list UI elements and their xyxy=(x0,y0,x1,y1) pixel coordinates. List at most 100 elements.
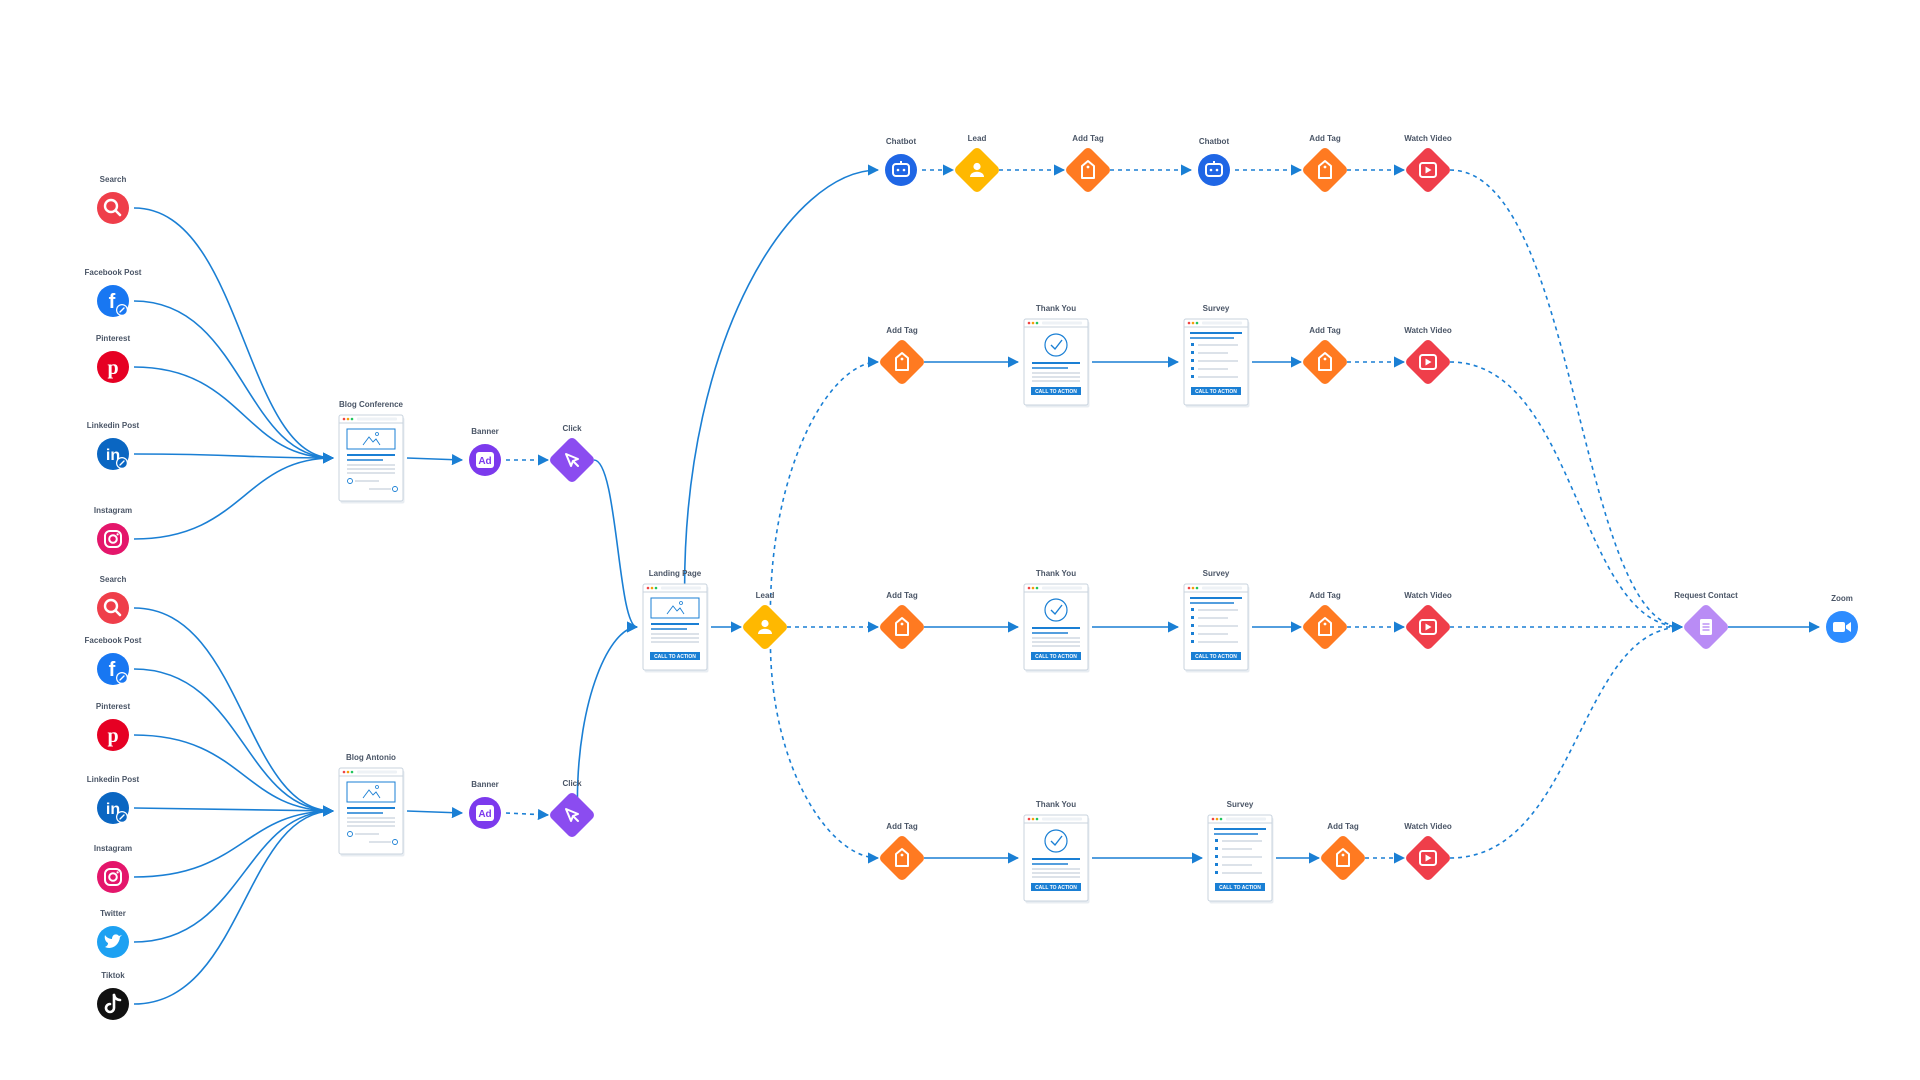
node-circle xyxy=(97,523,129,555)
svg-text:CALL TO ACTION: CALL TO ACTION xyxy=(1195,654,1237,660)
svg-text:p: p xyxy=(107,357,118,379)
node-add-tag[interactable]: Add Tag xyxy=(1301,326,1349,386)
node-add-tag[interactable]: Add Tag xyxy=(1301,591,1349,651)
node-add-tag[interactable]: Add Tag xyxy=(1064,134,1112,194)
edge-r4vid-to-req xyxy=(1449,621,1684,859)
edge-r1vid-to-req xyxy=(1449,169,1684,633)
node-add-tag[interactable]: Add Tag xyxy=(878,822,926,882)
svg-text:Ad: Ad xyxy=(478,809,491,820)
node-click[interactable]: Click xyxy=(548,424,596,484)
click-icon xyxy=(565,453,579,467)
tag-icon xyxy=(895,352,909,371)
node-label: Blog Antonio xyxy=(346,753,396,762)
facebook-icon: f xyxy=(109,291,116,313)
node-label: Blog Conference xyxy=(339,400,404,409)
node-label: Click xyxy=(562,424,582,433)
node-add-tag[interactable]: Add Tag xyxy=(1319,822,1367,882)
node-tiktok[interactable]: Tiktok xyxy=(97,971,129,1020)
svg-text:CALL TO ACTION: CALL TO ACTION xyxy=(654,654,696,660)
node-watch-video[interactable]: Watch Video xyxy=(1404,326,1452,386)
svg-text:CALL TO ACTION: CALL TO ACTION xyxy=(1035,389,1077,395)
node-label: Request Contact xyxy=(1674,591,1738,600)
node-diamond xyxy=(880,605,924,649)
node-circle xyxy=(885,154,917,186)
svg-text:f: f xyxy=(109,291,116,313)
search-icon xyxy=(103,198,122,217)
linkedin-icon: in xyxy=(106,801,120,818)
blog-page-icon xyxy=(338,414,405,504)
tag-icon xyxy=(1336,848,1350,867)
edge-lead-to-r2tag xyxy=(769,356,880,614)
node-diamond xyxy=(1321,836,1365,880)
node-search[interactable]: Search xyxy=(97,175,129,224)
node-label: Twitter xyxy=(100,909,126,918)
node-label: Instagram xyxy=(94,506,132,515)
node-instagram[interactable]: Instagram xyxy=(94,506,132,555)
instagram-icon xyxy=(104,868,122,886)
node-label: Banner xyxy=(471,427,499,436)
edge-src9-to-blog2 xyxy=(133,805,335,817)
survey-page-icon: CALL TO ACTION xyxy=(1183,583,1250,673)
node-blog-conference[interactable]: Blog Conference xyxy=(338,400,405,504)
call-to-action-button xyxy=(1215,883,1265,891)
node-label: Add Tag xyxy=(1072,134,1104,143)
node-watch-video[interactable]: Watch Video xyxy=(1404,591,1452,651)
edge-src11-to-blog2 xyxy=(133,805,335,943)
node-linkedin-post[interactable]: in Linkedin Post xyxy=(87,775,140,824)
node-diamond xyxy=(1066,148,1110,192)
node-label: Add Tag xyxy=(1309,591,1341,600)
node-request-contact[interactable]: Request Contact xyxy=(1674,591,1738,651)
node-diamond xyxy=(880,340,924,384)
call-to-action-button xyxy=(650,652,700,660)
svg-text:CALL TO ACTION: CALL TO ACTION xyxy=(1035,654,1077,660)
node-instagram[interactable]: Instagram xyxy=(94,844,132,893)
node-chatbot[interactable]: Chatbot xyxy=(1198,137,1230,186)
node-label: Linkedin Post xyxy=(87,775,140,784)
node-add-tag[interactable]: Add Tag xyxy=(878,326,926,386)
node-diamond xyxy=(550,438,594,482)
tag-icon xyxy=(895,848,909,867)
node-circle xyxy=(1198,154,1230,186)
node-blog-antonio[interactable]: Blog Antonio xyxy=(338,753,405,857)
node-diamond xyxy=(550,793,594,837)
node-add-tag[interactable]: Add Tag xyxy=(878,591,926,651)
video-icon xyxy=(1419,354,1437,370)
edge-ban2-to-clk2 xyxy=(505,808,550,821)
thank-you-page-icon: CALL TO ACTION xyxy=(1023,583,1090,673)
lead-icon xyxy=(758,619,772,634)
node-label: Click xyxy=(562,779,582,788)
node-watch-video[interactable]: Watch Video xyxy=(1404,822,1452,882)
node-add-tag[interactable]: Add Tag xyxy=(1301,134,1349,194)
node-twitter[interactable]: Twitter xyxy=(97,909,129,958)
tiktok-icon xyxy=(104,993,122,1014)
chatbot-icon xyxy=(1205,161,1223,177)
node-lead[interactable]: Lead xyxy=(741,591,789,651)
search-icon xyxy=(103,598,122,617)
node-lead[interactable]: Lead xyxy=(953,134,1001,194)
node-zoom[interactable]: Zoom xyxy=(1826,594,1858,643)
edge-lead-to-r4tag xyxy=(769,640,880,864)
node-label: Watch Video xyxy=(1404,591,1452,600)
video-icon xyxy=(1419,162,1437,178)
node-click[interactable]: Click xyxy=(548,779,596,839)
node-search[interactable]: Search xyxy=(97,575,129,624)
node-chatbot[interactable]: Chatbot xyxy=(885,137,917,186)
edge-blog1-to-ban1 xyxy=(406,454,464,466)
survey-page-icon: CALL TO ACTION xyxy=(1183,318,1250,408)
node-watch-video[interactable]: Watch Video xyxy=(1404,134,1452,194)
tag-icon xyxy=(1318,352,1332,371)
